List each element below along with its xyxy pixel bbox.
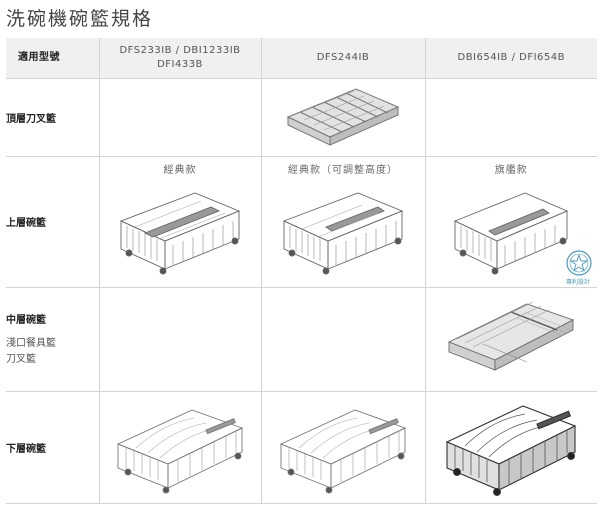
upper-rack-image [119, 192, 241, 274]
cell-lower-rack-flagship [424, 390, 597, 504]
lower-rack-image [116, 409, 244, 493]
row-middle-rack: 中層碗籃 淺口餐具籃 刀叉籃 [6, 286, 597, 392]
row-label-main: 頂層刀叉籃 [6, 113, 56, 125]
variant-label: 經典款 [163, 164, 197, 176]
header-model-2: DFS244IB [260, 38, 426, 79]
row-label-main: 上層碗籃 [6, 218, 46, 229]
row-top-cutlery: 頂層刀叉籃 [6, 77, 597, 157]
header-row: 適用型號 DFS233IB / DBI1233IB DFI433B DFS244… [6, 38, 597, 79]
cell-middle-rack [424, 286, 597, 392]
row-label-sub: 淺口餐具籃 刀叉籃 [6, 336, 99, 368]
row-label: 頂層刀叉籃 [6, 77, 100, 157]
cell-empty [98, 77, 262, 157]
patent-badge-label: 專利設計 [565, 278, 590, 286]
page-title: 洗碗機碗籃規格 [6, 8, 154, 30]
row-upper-rack: 上層碗籃 經典款 經典款（可調整高度） [6, 155, 597, 288]
upper-rack-image [454, 192, 569, 274]
row-lower-rack: 下層碗籃 [6, 390, 597, 504]
cell-empty [424, 77, 597, 157]
upper-rack-image [282, 192, 404, 274]
cell-upper-flagship: 旗艦款 專利設計 [424, 155, 597, 288]
cell-empty [260, 286, 426, 392]
header-model-3: DBI654IB / DFI654B [424, 38, 597, 79]
patent-star-badge-icon [566, 249, 592, 276]
header-model-1: DFS233IB / DBI1233IB DFI433B [98, 38, 262, 79]
row-label: 下層碗籃 [6, 390, 100, 504]
row-label-main: 中層碗籃 [6, 314, 46, 326]
cell-lower-rack [260, 390, 426, 504]
variant-label: 旗艦款 [494, 164, 528, 176]
lower-rack-image [279, 409, 407, 493]
row-label-sub-1: 淺口餐具籃 [6, 337, 56, 349]
header-model: 適用型號 [6, 38, 100, 79]
row-label-sub-2: 刀叉籃 [6, 353, 36, 365]
lower-rack-image [445, 404, 577, 496]
row-label: 中層碗籃 淺口餐具籃 刀叉籃 [6, 286, 100, 392]
cell-top-tray [260, 77, 426, 157]
cutlery-tray-image [286, 87, 400, 146]
cell-upper-classic: 經典款 [98, 155, 262, 288]
variant-label: 經典款（可調整高度） [288, 164, 398, 176]
cell-upper-adjustable: 經典款（可調整高度） [260, 155, 426, 288]
row-label-main: 下層碗籃 [6, 443, 46, 455]
middle-rack-image [448, 301, 575, 371]
spec-table: 適用型號 DFS233IB / DBI1233IB DFI433B DFS244… [6, 38, 597, 504]
cell-empty [98, 286, 262, 392]
cell-lower-rack [98, 390, 262, 504]
row-label: 上層碗籃 [6, 155, 100, 288]
